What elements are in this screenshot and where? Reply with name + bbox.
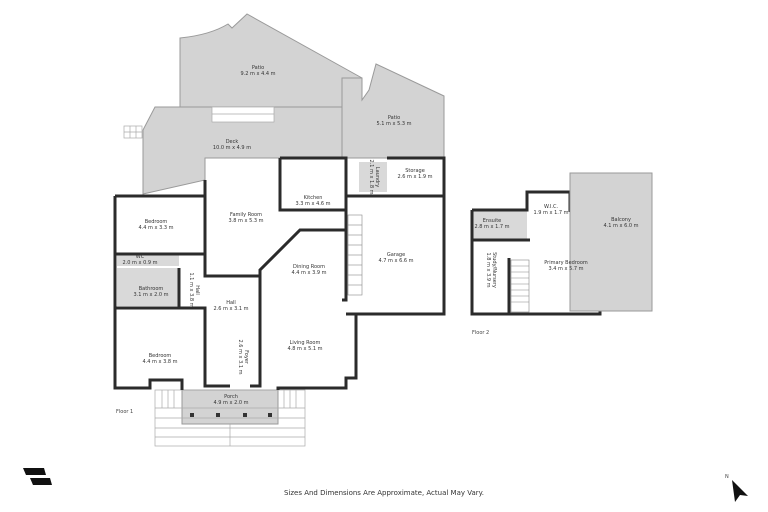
room-dims: 3.8 m x 5.3 m bbox=[228, 218, 264, 224]
room-dims: 2.6 m x 1.9 m bbox=[397, 174, 433, 180]
room-dims: 2.6 m x 3.1 m bbox=[213, 306, 249, 312]
room-name: Foyer bbox=[243, 350, 249, 364]
room-name: WC bbox=[135, 254, 145, 260]
room-dims: 4.4 m x 3.3 m bbox=[138, 225, 174, 231]
room-name: Patio bbox=[251, 65, 265, 71]
porch-posts bbox=[190, 413, 272, 417]
room-label-wic: W.I.C.1.9 m x 1.7 m bbox=[534, 204, 569, 216]
balcony-area bbox=[569, 172, 653, 312]
deck-area bbox=[142, 106, 343, 195]
room-dims: 4.9 m x 2.0 m bbox=[213, 400, 249, 406]
room-name: Patio bbox=[387, 115, 401, 121]
room-dims: 3.3 m x 4.6 m bbox=[295, 201, 331, 207]
room-name: Bathroom bbox=[138, 286, 164, 292]
compass-arrow-icon bbox=[732, 480, 748, 502]
room-name: Living Room bbox=[289, 340, 321, 346]
stairs-garage bbox=[347, 214, 363, 296]
room-dims: 2.6 m x 3.1 m bbox=[237, 339, 243, 375]
stairs-floor-2 bbox=[510, 259, 530, 313]
room-dims: 4.4 m x 3.8 m bbox=[142, 359, 178, 365]
room-name: Balcony bbox=[611, 217, 631, 223]
room-name: Garage bbox=[386, 252, 406, 258]
room-dims: 5.1 m x 5.3 m bbox=[376, 121, 412, 127]
room-dims: 1.1 m x 3.8 m bbox=[188, 272, 194, 308]
room-dims: 4.4 m x 3.9 m bbox=[291, 270, 327, 276]
room-dims: 2.0 m x 0.9 m bbox=[122, 260, 158, 266]
room-name: Dining Room bbox=[293, 264, 325, 270]
wet-areas bbox=[117, 162, 527, 306]
room-dims: 4.1 m x 6.0 m bbox=[603, 223, 639, 229]
room-dims: 2.1 m x 1.8 m bbox=[368, 159, 374, 195]
room-dims: 10.0 m x 4.9 m bbox=[212, 145, 252, 151]
room-dims: 2.8 m x 1.7 m bbox=[474, 224, 510, 230]
floor-2-label: Floor 2 bbox=[472, 330, 490, 336]
deck-steps-left bbox=[123, 125, 143, 139]
room-dims: 3.1 m x 2.0 m bbox=[133, 292, 169, 298]
walls-floor-1 bbox=[113, 156, 446, 390]
room-dims: 4.7 m x 6.6 m bbox=[378, 258, 414, 264]
room-name: Primary Bedroom bbox=[544, 260, 588, 266]
room-name: Ensuite bbox=[482, 218, 502, 224]
room-name: Study/Nursery bbox=[491, 252, 497, 288]
room-name: Deck bbox=[225, 139, 239, 145]
room-name: Hall bbox=[226, 300, 236, 306]
porch-steps bbox=[154, 389, 306, 447]
room-dims: 1.9 m x 1.7 m bbox=[533, 210, 569, 216]
room-name: Kitchen bbox=[303, 195, 323, 201]
room-name: Hall bbox=[194, 285, 200, 295]
floor-1-label: Floor 1 bbox=[116, 409, 134, 415]
room-name: Porch bbox=[224, 394, 238, 400]
disclaimer-text: Sizes And Dimensions Are Approximate, Ac… bbox=[283, 489, 485, 497]
compass-north-label: N bbox=[725, 474, 729, 480]
room-dims: 3.4 m x 5.7 m bbox=[548, 266, 584, 272]
brand-logo-icon bbox=[23, 468, 52, 485]
deck-bench bbox=[211, 106, 275, 123]
room-name: Bedroom bbox=[148, 353, 172, 359]
room-name: W.I.C. bbox=[543, 204, 559, 210]
room-dims: 4.8 m x 5.1 m bbox=[287, 346, 323, 352]
room-dims: 1.8 m x 3.9 m bbox=[485, 252, 491, 288]
room-name: Storage bbox=[405, 168, 425, 174]
room-name: Laundry bbox=[374, 166, 380, 188]
room-dims: 9.2 m x 4.4 m bbox=[240, 71, 276, 77]
patio-left-area bbox=[179, 13, 363, 108]
room-name: Family Room bbox=[230, 212, 262, 218]
outdoor-areas bbox=[142, 13, 445, 425]
room-name: Bedroom bbox=[144, 219, 168, 225]
patio-right-area bbox=[341, 63, 445, 159]
